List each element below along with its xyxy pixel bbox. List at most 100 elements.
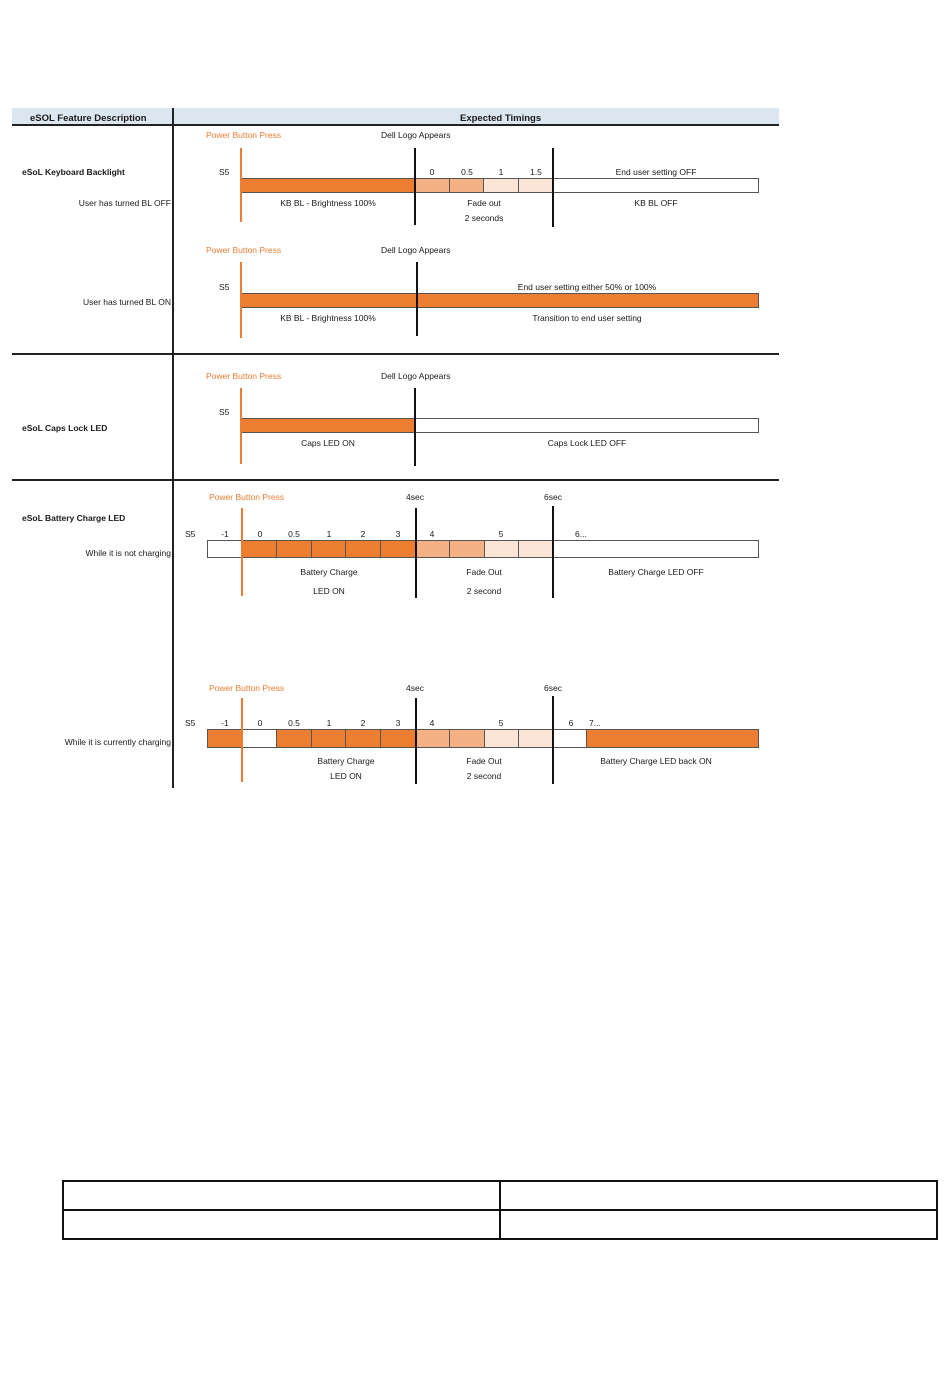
bat2-6sec-marker [552, 696, 554, 784]
bat1-seg-end [553, 540, 759, 558]
bat1-fade-label: Fade Out [466, 567, 502, 577]
bat2-tick-3: 3 [395, 718, 401, 728]
section-divider-1 [12, 353, 779, 355]
kb-off-power-marker [240, 148, 242, 222]
bat2-s5: S5 [185, 718, 196, 728]
bat2-power-marker [241, 698, 243, 782]
kb-off-fade-label: Fade out [467, 198, 501, 208]
caps-dell-logo: Dell Logo Appears [381, 371, 451, 381]
bat2-4sec: 4sec [406, 683, 424, 693]
bat1-seg-s5 [207, 540, 242, 558]
bat2-tick-0.5: 0.5 [288, 718, 300, 728]
bat2-seg-5.5 [519, 729, 553, 748]
caps-dell-marker [414, 388, 416, 466]
table-row [62, 1209, 938, 1240]
table-cell [499, 1209, 938, 1240]
bat1-tick-0: 0 [257, 529, 263, 539]
kb-off-tick-1.5: 1.5 [530, 167, 542, 177]
bat2-tick-0: 0 [257, 718, 263, 728]
bat1-seg-4.5 [450, 540, 485, 558]
bat1-seg-2 [346, 540, 381, 558]
bat1-power-marker [241, 508, 243, 596]
bat1-seg-4 [416, 540, 450, 558]
empty-table [62, 1180, 938, 1240]
table-header [12, 108, 779, 125]
bat1-seg-5.5 [519, 540, 553, 558]
bat1-s5: S5 [185, 529, 196, 539]
bat2-fade-label: Fade Out [466, 756, 502, 766]
table-row [62, 1180, 938, 1211]
kb-on-dell-logo: Dell Logo Appears [381, 245, 451, 255]
header-feature-description: eSOL Feature Description [30, 113, 147, 124]
caps-s5: S5 [219, 407, 230, 417]
bat1-6sec: 6sec [544, 492, 562, 502]
battery-led-title: eSoL Battery Charge LED [22, 513, 126, 523]
kb-on-end-setting: End user setting either 50% or 100% [517, 282, 657, 292]
caps-led-off-label: Caps Lock LED OFF [547, 438, 627, 448]
bat1-seg-3 [381, 540, 416, 558]
bat2-tick--1: -1 [221, 718, 229, 728]
kb-off-bar-fade-0.5 [450, 178, 484, 193]
bat1-tick-4: 4 [429, 529, 435, 539]
bat1-4sec: 4sec [406, 492, 424, 502]
bat2-seg-back-on [587, 729, 759, 748]
bat1-tick-3: 3 [395, 529, 401, 539]
kb-off-tick-1: 1 [498, 167, 504, 177]
kb-off-tick-0: 0 [429, 167, 435, 177]
kb-off-bar-brightness [241, 178, 415, 193]
table-cell [499, 1180, 938, 1211]
bat1-charge-label-2: LED ON [313, 586, 345, 596]
caps-bar-off [415, 418, 759, 433]
kb-off-s5: S5 [219, 167, 230, 177]
bat1-fade-time: 2 second [466, 586, 502, 596]
kb-on-power-button-press: Power Button Press [206, 245, 282, 255]
table-cell [62, 1180, 501, 1211]
battery-charging-label: While it is currently charging [64, 737, 171, 747]
bat1-tick-2: 2 [360, 529, 366, 539]
kb-off-dell-logo: Dell Logo Appears [381, 130, 451, 140]
header-expected-timings: Expected Timings [460, 113, 542, 124]
kb-on-bar-brightness [241, 293, 417, 308]
bat2-seg-s5 [207, 729, 242, 748]
kb-off-power-button-press: Power Button Press [206, 130, 282, 140]
kb-off-tick-0.5: 0.5 [461, 167, 473, 177]
bat1-tick-5: 5 [498, 529, 504, 539]
bat2-tick-5: 5 [498, 718, 504, 728]
kb-on-bar-end [417, 293, 759, 308]
bat2-seg-4 [416, 729, 450, 748]
bat1-4sec-marker [415, 508, 417, 598]
bat2-charge-label-1: Battery Charge [317, 756, 375, 766]
bat2-tick-4: 4 [429, 718, 435, 728]
kb-on-dell-marker [416, 262, 418, 336]
kb-off-bar-fade-1.5 [519, 178, 553, 193]
bat1-seg-1 [312, 540, 346, 558]
caps-bar-on [241, 418, 415, 433]
bat1-6sec-marker [552, 506, 554, 598]
bat1-tick-6: 6... [575, 529, 587, 539]
caps-power-button-press: Power Button Press [206, 371, 282, 381]
kb-off-end-setting: End user setting OFF [615, 167, 697, 177]
table-cell [62, 1209, 501, 1240]
kb-on-label: User has turned BL ON [82, 297, 171, 307]
bat2-charge-label-2: LED ON [330, 771, 362, 781]
caps-power-marker [240, 388, 242, 464]
bat2-power-button-press: Power Button Press [209, 683, 285, 693]
header-divider [12, 124, 779, 126]
kb-on-s5: S5 [219, 282, 230, 292]
bat1-seg-0 [242, 540, 277, 558]
bat1-tick-0.5: 0.5 [288, 529, 300, 539]
bat2-seg-5 [485, 729, 519, 748]
bat1-tick--1: -1 [221, 529, 229, 539]
bat2-seg-2 [346, 729, 381, 748]
bat2-tick-7: 7... [589, 718, 601, 728]
bat2-4sec-marker [415, 698, 417, 784]
bat2-6sec: 6sec [544, 683, 562, 693]
bat2-seg-1 [312, 729, 346, 748]
kb-off-brightness-label: KB BL - Brightness 100% [280, 198, 376, 208]
section-divider-2 [12, 479, 779, 481]
kb-off-bar-fade-1 [484, 178, 519, 193]
kb-off-bar-end [553, 178, 759, 193]
kb-off-bar-fade-0 [415, 178, 450, 193]
bat1-power-button-press: Power Button Press [209, 492, 285, 502]
bat1-charge-label-1: Battery Charge [300, 567, 358, 577]
